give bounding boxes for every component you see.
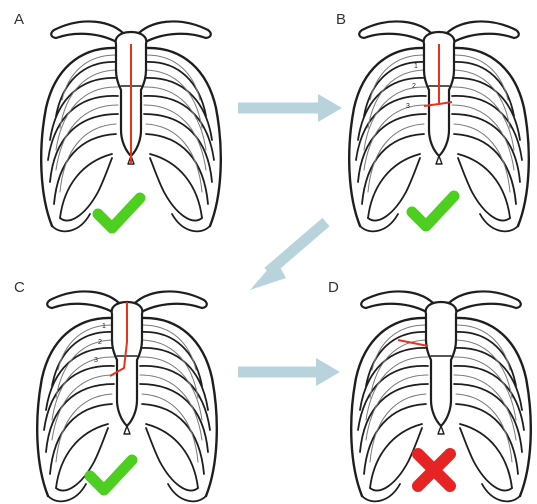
right-arrow-icon: [238, 94, 342, 122]
rib-number: 3: [406, 103, 410, 110]
panel-label: B: [336, 11, 346, 28]
rib-number: 3: [94, 357, 98, 364]
panel-a: A: [14, 11, 221, 231]
rib-number: 1: [414, 63, 418, 70]
check-icon: [412, 196, 454, 226]
panel-b: B 1 2 3: [336, 11, 529, 231]
panel-label: C: [14, 279, 25, 296]
rib-number: 2: [412, 83, 416, 90]
right-arrow-icon: [238, 358, 340, 386]
panel-c: C 1 2 3: [14, 279, 217, 501]
rib-number: 1: [102, 323, 106, 330]
cross-icon: [418, 454, 450, 486]
down-left-arrow-icon: [250, 222, 326, 290]
panel-label: D: [328, 279, 339, 296]
check-icon: [98, 198, 140, 228]
panel-label: A: [14, 11, 24, 28]
incision-line: [398, 340, 428, 346]
rib-number: 2: [98, 339, 102, 346]
panel-d: D: [328, 279, 531, 501]
check-icon: [90, 460, 132, 490]
